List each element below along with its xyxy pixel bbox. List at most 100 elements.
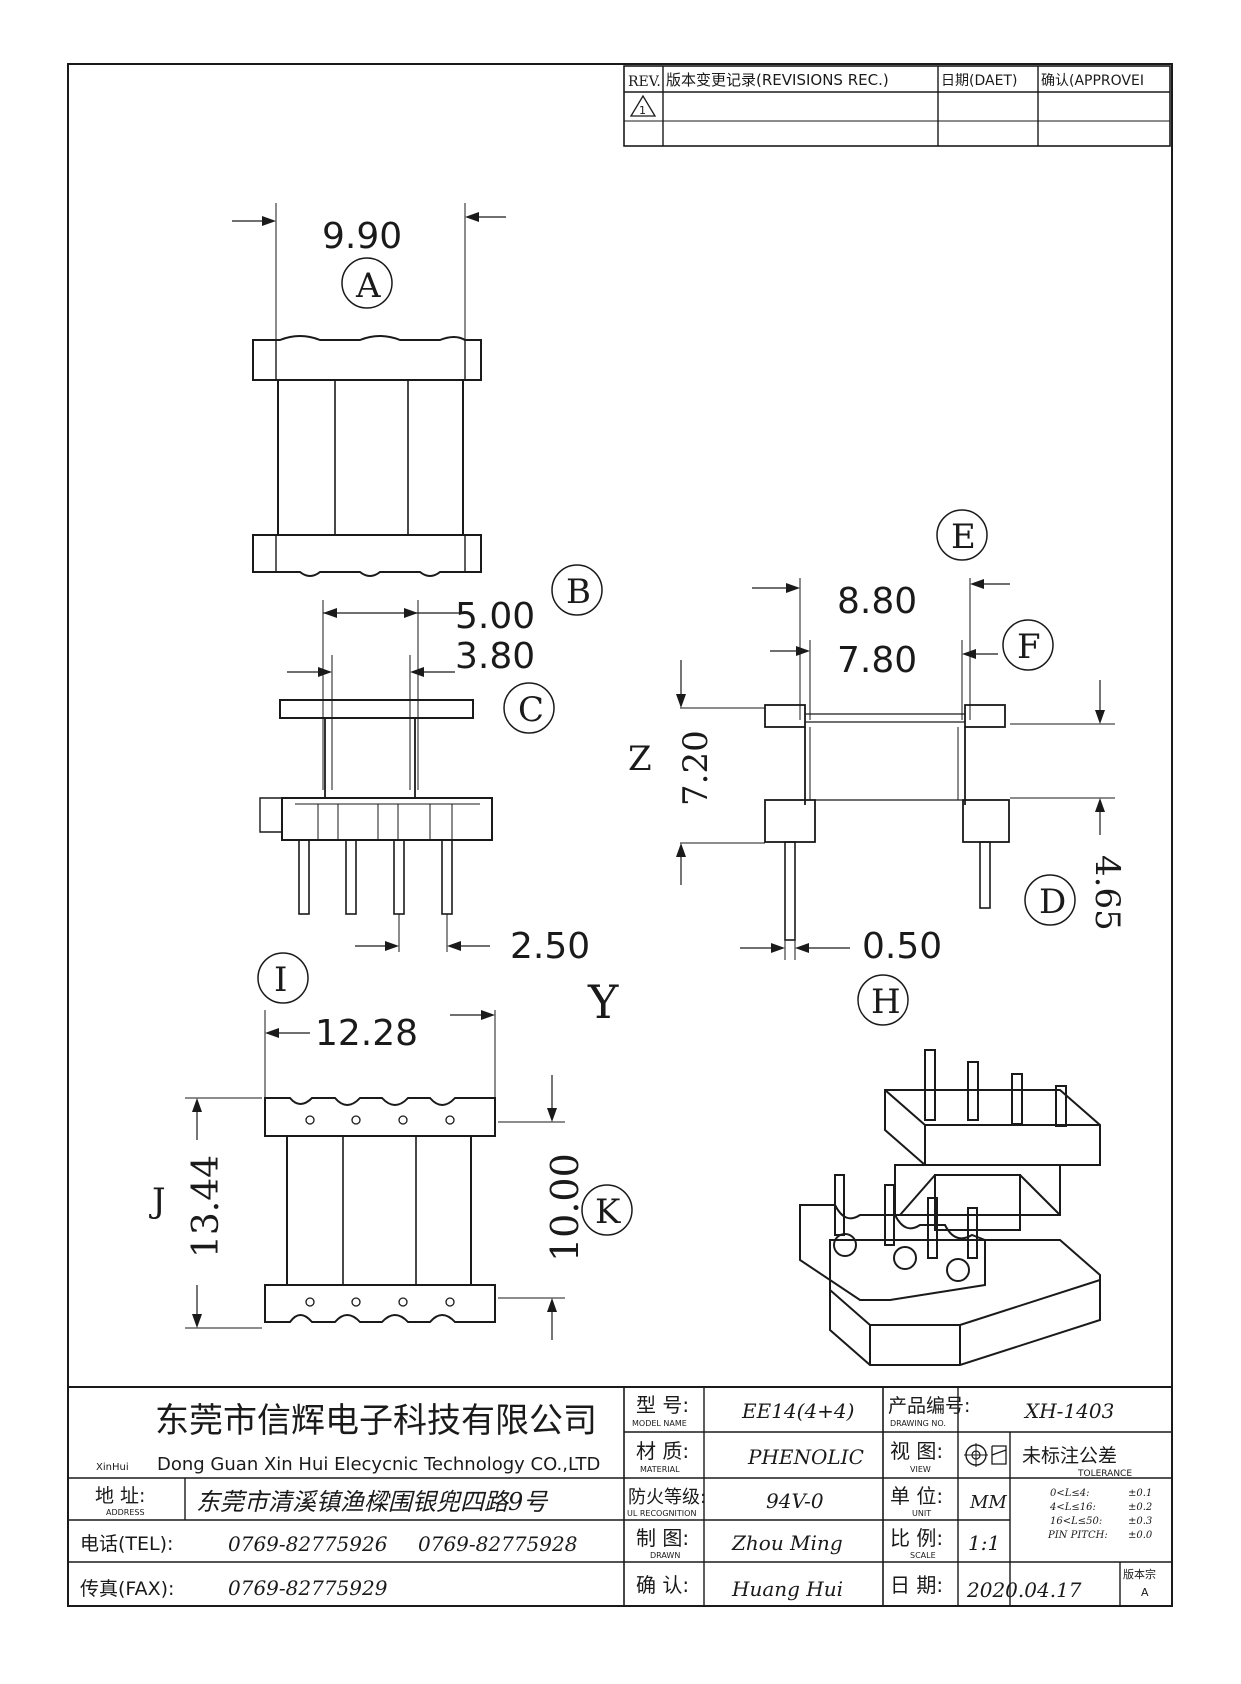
tolerance-label: 未标注公差 xyxy=(1022,1445,1117,1467)
revision-block: REV. 版本变更记录(REVISIONS REC.) 日期(DAET) 确认(… xyxy=(623,65,1171,147)
bottom-view: I 12.28 J 13.44 xyxy=(149,952,633,1340)
tolerance-label-en: TOLERANCE xyxy=(1077,1469,1132,1479)
label-k: K xyxy=(595,1192,621,1232)
title-block: 东莞市信辉电子科技有限公司 XinHui Dong Guan Xin Hui E… xyxy=(67,1386,1173,1607)
drawing-border xyxy=(67,63,1173,1607)
dim-z-value: 7.20 xyxy=(676,730,716,806)
revision-triangle-icon xyxy=(629,94,657,117)
ul-value: 94V-0 xyxy=(766,1489,824,1513)
tolerance-value-1: ±0.1 xyxy=(1128,1488,1152,1499)
scale-label-en: SCALE xyxy=(910,1551,936,1560)
version-label: 版本宗 xyxy=(1123,1567,1156,1581)
isometric-view xyxy=(799,1049,1101,1366)
scale-value: 1:1 xyxy=(968,1531,1000,1555)
drawn-value: Zhou Ming xyxy=(731,1531,843,1555)
unit-label: 单 位: xyxy=(890,1484,943,1508)
tolerance-value-2: ±0.2 xyxy=(1128,1502,1152,1513)
model-label-en: MODEL NAME xyxy=(632,1419,687,1428)
side-pin-3 xyxy=(393,839,405,915)
label-c-circle xyxy=(503,682,555,734)
dim-j-value: 13.44 xyxy=(186,1155,227,1258)
fax-value: 0769-82775929 xyxy=(228,1576,388,1600)
front-pin-right xyxy=(979,841,991,909)
drawn-label: 制 图: xyxy=(636,1526,689,1550)
tolerance-range-4: PIN PITCH: xyxy=(1047,1530,1108,1541)
tel-value-2: 0769-82775928 xyxy=(418,1532,577,1556)
unit-label-en: UNIT xyxy=(912,1509,931,1518)
approve-header: 确认(APPROVEI xyxy=(1041,73,1144,89)
dim-f-value: 7.80 xyxy=(837,640,917,681)
label-f-circle xyxy=(1002,619,1054,671)
material-value: PHENOLIC xyxy=(747,1445,864,1469)
label-j: J xyxy=(149,1181,166,1221)
dim-d-value: 4.65 xyxy=(1087,855,1127,931)
tel-value-1: 0769-82775926 xyxy=(228,1532,388,1556)
ul-label: 防火等级: xyxy=(628,1487,706,1508)
model-label: 型 号: xyxy=(636,1393,689,1417)
top-view: 9.90 A xyxy=(232,203,506,577)
dim-i-value: 12.28 xyxy=(315,1013,418,1054)
records-header: 版本变更记录(REVISIONS REC.) xyxy=(666,71,889,89)
label-y: Y xyxy=(587,975,619,1029)
dim-e-value: 8.80 xyxy=(837,581,917,622)
label-i-circle xyxy=(257,952,309,1004)
label-e-circle xyxy=(936,509,988,561)
drawing-no-value: XH-1403 xyxy=(1023,1399,1114,1423)
company-name-cn: 东莞市信辉电子科技有限公司 xyxy=(155,1401,597,1441)
drawing-no-label: 产品编号: xyxy=(888,1395,970,1417)
tolerance-range-1: 0<L≤4: xyxy=(1050,1488,1090,1499)
label-h-circle xyxy=(857,974,909,1026)
label-z: Z xyxy=(628,739,652,779)
drawing-no-label-en: DRAWING NO. xyxy=(890,1419,946,1428)
dim-pin-pitch-value: 2.50 xyxy=(510,926,590,967)
fax-label: 传真(FAX): xyxy=(80,1578,174,1600)
address-label-en: ADDRESS xyxy=(106,1508,145,1517)
side-pin-4 xyxy=(441,839,453,915)
label-k-circle xyxy=(581,1184,633,1236)
company-short-name: XinHui xyxy=(96,1462,129,1473)
label-b: B xyxy=(566,572,591,612)
label-a-circle xyxy=(341,257,393,309)
label-c: C xyxy=(518,690,544,730)
tolerance-range-3: 16<L≤50: xyxy=(1050,1516,1102,1527)
date-label: 日 期: xyxy=(890,1573,943,1597)
dim-k-value: 10.00 xyxy=(543,1153,587,1262)
date-value: 2020.04.17 xyxy=(966,1578,1082,1602)
rev-header: REV. xyxy=(628,74,661,90)
view-label-en: VIEW xyxy=(910,1465,931,1474)
label-h: H xyxy=(871,982,901,1022)
side-pin-1 xyxy=(298,839,310,915)
ul-label-en: UL RECOGNITION xyxy=(627,1509,696,1518)
tolerance-value-4: ±0.0 xyxy=(1128,1530,1153,1541)
dim-a-value: 9.90 xyxy=(322,216,402,257)
tolerance-range-2: 4<L≤16: xyxy=(1049,1502,1096,1513)
side-view: 5.00 B 3.80 C xyxy=(259,564,619,1029)
material-label-en: MATERIAL xyxy=(640,1465,680,1474)
tel-label: 电话(TEL): xyxy=(80,1533,173,1555)
version-value: A xyxy=(1141,1586,1149,1599)
front-view: E 8.80 7.80 F Z 7.20 xyxy=(628,509,1127,1026)
drawn-label-en: DRAWN xyxy=(650,1551,680,1560)
company-name-en: Dong Guan Xin Hui Elecycnic Technology C… xyxy=(157,1454,600,1475)
label-i: I xyxy=(274,960,287,1000)
label-b-circle xyxy=(551,564,603,616)
dim-h-value: 0.50 xyxy=(862,926,942,967)
label-f: F xyxy=(1017,627,1041,667)
label-d: D xyxy=(1039,882,1066,922)
scale-label: 比 例: xyxy=(890,1526,943,1550)
label-e: E xyxy=(951,517,976,557)
label-a: A xyxy=(355,266,381,306)
dim-b-value: 5.00 xyxy=(455,596,535,637)
date-header: 日期(DAET) xyxy=(941,73,1017,89)
tolerance-value-3: ±0.3 xyxy=(1128,1516,1152,1527)
address-label: 地 址: xyxy=(95,1485,145,1507)
side-pin-2 xyxy=(345,839,357,915)
material-label: 材 质: xyxy=(636,1439,689,1463)
address-value: 东莞市清溪镇渔樑围银兜四路9号 xyxy=(196,1488,549,1516)
dim-c-value: 3.80 xyxy=(455,636,535,677)
unit-value: MM xyxy=(969,1492,1007,1513)
revision-mark: 1 xyxy=(639,104,646,117)
check-label: 确 认: xyxy=(636,1573,689,1597)
check-value: Huang Hui xyxy=(731,1577,843,1601)
